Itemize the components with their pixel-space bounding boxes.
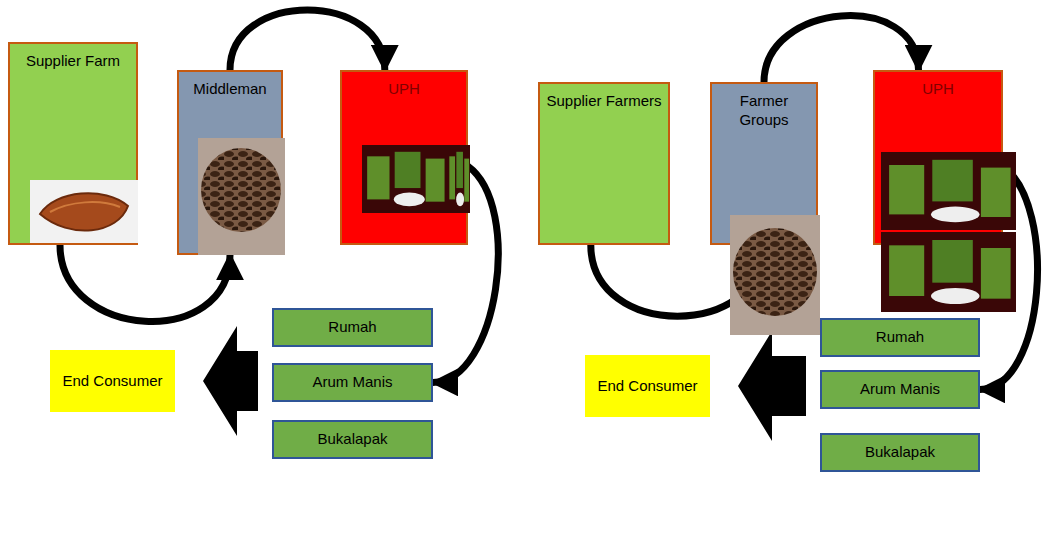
- node-label: End Consumer: [62, 372, 162, 391]
- node-label: UPH: [922, 80, 954, 99]
- product-photo: [881, 152, 1016, 312]
- photo-ground: [30, 180, 138, 243]
- node-label: Supplier Farmers: [546, 92, 661, 111]
- product-pack: [362, 145, 448, 213]
- consumer-box: End Consumer: [50, 350, 175, 412]
- channel-box: Arum Manis: [272, 363, 433, 402]
- curved-arrow: [591, 245, 764, 316]
- beans: [201, 148, 281, 232]
- cocoa-pod-photo: [30, 180, 138, 243]
- pod-ridge: [50, 202, 120, 212]
- node-label: Arum Manis: [860, 380, 940, 399]
- node-label: Rumah: [328, 318, 376, 337]
- curved-arrow: [230, 10, 385, 70]
- node-label: Farmer Groups: [718, 92, 810, 130]
- channel-box: Arum Manis: [820, 370, 980, 409]
- processor-box: UPH: [873, 70, 1003, 245]
- cocoa-beans-photo: [730, 215, 820, 335]
- consumer-box: End Consumer: [585, 355, 710, 417]
- supplier-box: Supplier Farm: [8, 42, 138, 245]
- node-label: Arum Manis: [312, 373, 392, 392]
- channel-box: Rumah: [272, 308, 433, 347]
- supplier-box: Supplier Farmers: [538, 82, 670, 245]
- block-arrow: [203, 326, 258, 436]
- cocoa-beans-photo: [198, 138, 285, 255]
- middleman-box: Middleman: [177, 70, 283, 255]
- hand: [198, 138, 285, 255]
- channel-box: Rumah: [820, 318, 980, 357]
- node-label: Rumah: [876, 328, 924, 347]
- node-label: Bukalapak: [317, 430, 387, 449]
- channel-box: Bukalapak: [272, 420, 433, 459]
- product-pack: [448, 145, 470, 213]
- beans: [733, 228, 817, 316]
- product-pack: [881, 232, 1016, 312]
- node-label: Bukalapak: [865, 443, 935, 462]
- product-pack: [881, 152, 1016, 230]
- hand: [730, 215, 820, 335]
- block-arrow: [738, 331, 806, 441]
- curved-arrow: [60, 245, 230, 321]
- cocoa-pod: [40, 193, 128, 230]
- channel-box: Bukalapak: [820, 433, 980, 472]
- node-label: End Consumer: [597, 377, 697, 396]
- farmer-group-box: Farmer Groups: [710, 82, 818, 245]
- product-photo: [362, 145, 470, 213]
- node-label: UPH: [388, 80, 420, 99]
- node-label: Middleman: [193, 80, 266, 99]
- node-label: Supplier Farm: [26, 52, 120, 71]
- processor-box: UPH: [340, 70, 468, 245]
